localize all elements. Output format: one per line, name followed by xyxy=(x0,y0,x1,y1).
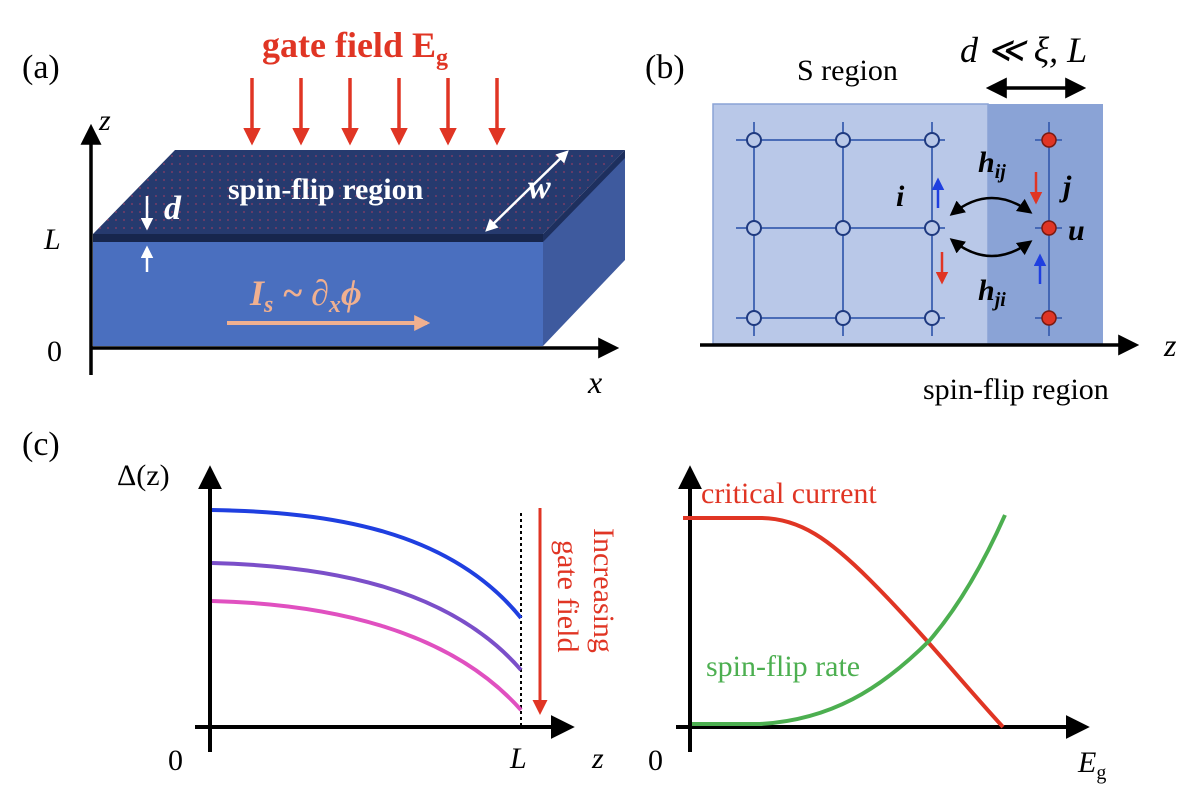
spin-flip-layer-edge xyxy=(93,234,543,242)
gate-field-title: gate field Eg xyxy=(262,25,448,71)
site-j-label: j xyxy=(1059,170,1072,203)
delta-curve-purple xyxy=(211,561,523,672)
u-label: u xyxy=(1068,214,1085,247)
axis-z-c-label: z xyxy=(591,742,604,775)
critical-current-curve xyxy=(683,516,1005,729)
increasing-label: Increasing xyxy=(587,528,620,653)
gate-field-sub: g xyxy=(436,45,448,71)
gate-field-c-label: gate field xyxy=(551,540,584,652)
tick-L-c: L xyxy=(509,742,527,775)
spin-flip-rate-curve xyxy=(692,514,1007,726)
hop-arc-ji xyxy=(949,238,1033,258)
hop-arc-ij xyxy=(949,196,1033,216)
spin-flip-region-label: spin-flip region xyxy=(228,173,424,206)
h-ji-label: hji xyxy=(978,274,1006,311)
current-sub2: x xyxy=(328,292,341,318)
panel-a-label: (a) xyxy=(22,49,60,86)
spin-flip-region-b-label: spin-flip region xyxy=(923,373,1109,406)
panel-b-label: (b) xyxy=(645,49,685,86)
delta-curve-blue xyxy=(211,508,523,620)
current-rest: ~ ∂ xyxy=(283,273,329,313)
tick-L-a: L xyxy=(43,223,61,256)
site-i-label: i xyxy=(896,180,905,213)
axis-z-a-label: z xyxy=(98,104,111,137)
panel-c: (c) Δ(z) 0 L z Increasing gate field 0 E… xyxy=(22,426,1106,784)
lattice-nodes-s xyxy=(746,132,940,326)
current-I: I xyxy=(249,273,266,313)
panel-c-label: (c) xyxy=(22,426,60,463)
relation-label: d ≪ ξ, L xyxy=(960,30,1087,70)
tick-0-a: 0 xyxy=(47,335,62,368)
delta-curve-pink xyxy=(211,599,523,712)
axis-z-b-label: z xyxy=(1163,327,1177,363)
current-I-sub: s xyxy=(263,292,273,318)
slab-right-face xyxy=(543,155,625,346)
panel-a: (a) gate field Eg z x L 0 xyxy=(22,25,625,400)
axis-x-a-label: x xyxy=(587,364,602,400)
w-marker xyxy=(485,150,569,232)
slab-front-face xyxy=(93,240,543,346)
delta-label: Δ(z) xyxy=(117,459,170,492)
h-ij-label: hij xyxy=(978,146,1006,183)
lattice-nodes-sf xyxy=(1041,132,1057,326)
w-label: w xyxy=(528,169,551,206)
current-phi: ϕ xyxy=(341,273,362,313)
panel-b: (b) S region d ≪ ξ, L xyxy=(645,30,1177,406)
gate-field-arrows xyxy=(243,78,506,146)
d-label: d xyxy=(164,190,182,227)
gate-field-text: gate field E xyxy=(262,25,436,65)
supercurrent-label: Is ~ ∂xϕ xyxy=(249,273,362,318)
s-region-label: S region xyxy=(797,54,898,87)
spin-flip-rate-label: spin-flip rate xyxy=(706,650,860,683)
zero-left: 0 xyxy=(168,744,183,777)
axis-Eg-label: Eg xyxy=(1077,746,1106,784)
critical-current-label: critical current xyxy=(701,477,877,510)
zero-right: 0 xyxy=(648,744,663,777)
